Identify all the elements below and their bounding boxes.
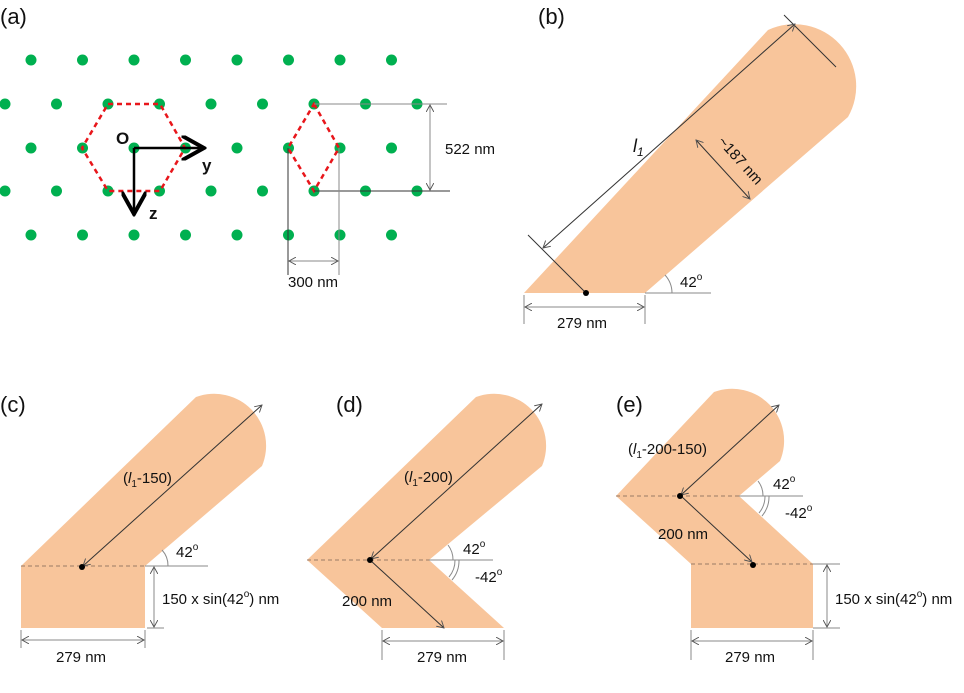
panel-a-label: (a) — [0, 4, 27, 29]
panel-d-label: (d) — [336, 392, 363, 417]
lattice-dot — [180, 229, 191, 241]
lattice-dot — [231, 229, 243, 241]
angle-arc-neg2-e — [761, 495, 770, 517]
angle-pos-label-e: 42o — [773, 474, 796, 493]
lattice-dot — [334, 54, 346, 66]
y-axis-label: y — [202, 156, 212, 175]
anchor-dot-c — [79, 564, 85, 570]
lattice-dot — [334, 229, 346, 241]
angle-arc-neg-d — [448, 559, 456, 578]
length-label-e: (l1-200-150) — [628, 441, 707, 461]
panel-b-label: (b) — [538, 4, 565, 29]
dim-300-label: 300 nm — [288, 274, 338, 291]
origin-label: O — [116, 129, 129, 148]
length-label-d: (l1-200) — [404, 469, 453, 489]
rhombic-unit-cell — [286, 101, 341, 194]
segment-dim-arrow-d — [369, 559, 444, 628]
lattice-dot — [77, 54, 88, 66]
lattice-dot — [25, 229, 37, 241]
lattice-dot — [128, 54, 140, 66]
angle-arc-neg-e — [758, 495, 766, 514]
lattice-dots — [0, 54, 423, 241]
lattice-dot — [386, 142, 397, 154]
lattice-dot — [257, 98, 268, 110]
angle-neg-label-e: -42o — [785, 503, 813, 522]
lattice-dot — [386, 229, 397, 241]
angle-arc-c — [161, 549, 169, 567]
lattice-dot — [128, 229, 140, 241]
segment-dim-arrow-e — [680, 495, 752, 562]
panel-b: (b) l1 ~187 nm 42o 279 nm — [523, 4, 857, 332]
lattice-dot — [257, 185, 268, 197]
anchor-dot-lower-e — [750, 562, 756, 568]
angle-arc-pos-d — [447, 544, 454, 561]
lattice-dot — [77, 229, 88, 241]
angle-arc-b — [664, 274, 673, 294]
angle-pos-label-d: 42o — [463, 539, 486, 558]
base-label-d: 279 nm — [417, 649, 467, 666]
base-label-c: 279 nm — [56, 649, 106, 666]
panel-e: (e) (l1-200-150) 200 nm 42o -42o 150 x s… — [616, 388, 952, 666]
nanorod-shape-b — [524, 24, 857, 294]
angle-label-c: 42o — [176, 542, 199, 561]
segment-label-d: 200 nm — [342, 593, 392, 610]
angle-arc-pos-e — [757, 480, 764, 497]
l1-label: l1 — [633, 136, 644, 159]
lattice-dot — [231, 142, 243, 154]
z-axis-label: z — [149, 204, 158, 223]
l1-ext-bottom — [527, 234, 587, 294]
lattice-dot — [231, 54, 243, 66]
anchor-dot-d — [367, 557, 373, 563]
height-label-e: 150 x sin(42o) nm — [835, 589, 952, 608]
lattice-dot — [0, 98, 11, 110]
lattice-dot — [283, 54, 294, 66]
lattice-dot — [0, 185, 11, 197]
panel-c-label: (c) — [0, 392, 26, 417]
lattice-dot — [25, 142, 37, 154]
length-dim-arrow-c — [83, 405, 262, 566]
base-label-e: 279 nm — [725, 649, 775, 666]
nanorod-shape-e — [616, 388, 813, 628]
length-dim-arrow-d — [371, 404, 542, 559]
panel-c: (c) (l1-150) 42o 150 x sin(42o) nm 279 n… — [0, 392, 279, 666]
hexagonal-unit-cell — [80, 102, 187, 193]
panel-a: (a) O y z 522 nm 300 nm — [0, 4, 495, 291]
panel-d: (d) (l1-200) 200 nm 42o -42o 279 nm — [307, 392, 547, 666]
angle-label-b: 42o — [680, 272, 703, 291]
l1-dim-arrow — [543, 24, 795, 248]
length-label-c: (l1-150) — [123, 470, 172, 490]
lattice-dot — [205, 185, 217, 197]
length-dim-arrow-e — [681, 405, 779, 495]
lattice-dot — [386, 54, 397, 66]
angle-neg-label-d: -42o — [475, 567, 503, 586]
angle-arc-neg2-d — [451, 559, 460, 581]
base-label-b: 279 nm — [557, 315, 607, 332]
width-dim-arrow — [696, 140, 750, 199]
lattice-dot — [51, 185, 62, 197]
panel-e-label: (e) — [616, 392, 643, 417]
dim-522-label: 522 nm — [445, 141, 495, 158]
lattice-dot — [180, 54, 191, 66]
segment-label-e: 200 nm — [658, 526, 708, 543]
lattice-dot — [51, 98, 62, 110]
height-label-c: 150 x sin(42o) nm — [162, 589, 279, 608]
lattice-dot — [25, 54, 37, 66]
anchor-dot-upper-e — [677, 493, 683, 499]
lattice-dot — [205, 98, 217, 110]
anchor-dot-b — [583, 290, 589, 296]
